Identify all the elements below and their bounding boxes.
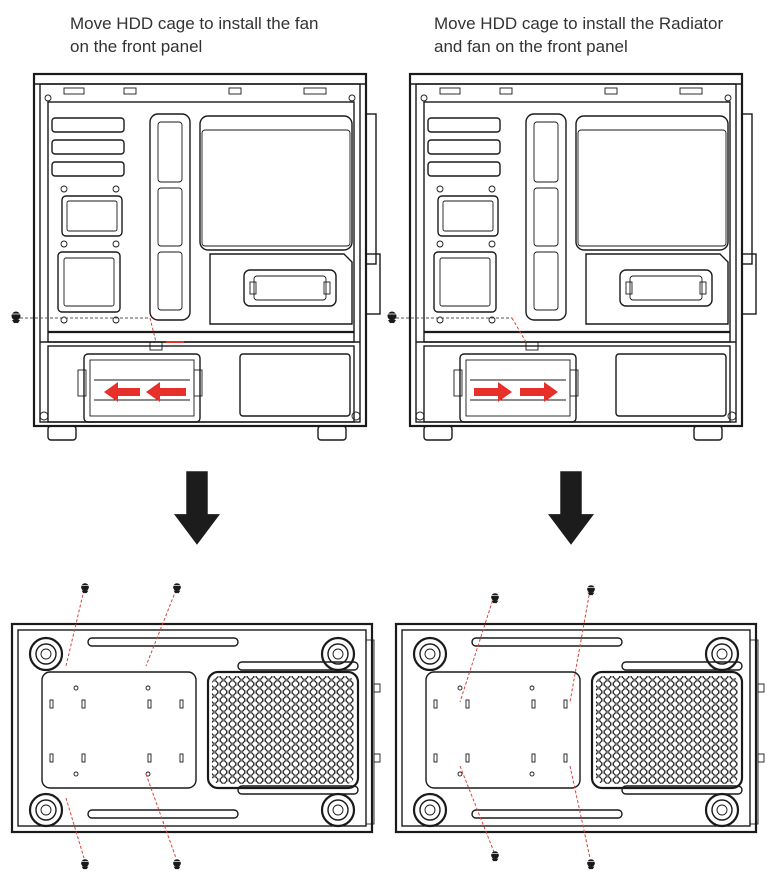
screw-icon	[386, 311, 398, 324]
case-side-view-left	[10, 72, 382, 442]
case-side-view-right	[386, 72, 758, 442]
down-arrow-icon	[174, 471, 220, 545]
caption-left-line-1: Move HDD cage to install the fan	[70, 14, 319, 33]
case-bottom-view-right	[394, 584, 766, 870]
caption-left: Move HDD cage to install the fan on the …	[70, 12, 319, 58]
red-arrow-icon	[474, 382, 558, 402]
screw-icon	[10, 311, 22, 324]
screw-icon	[586, 584, 596, 596]
screw-icon	[80, 858, 90, 870]
caption-right-line-2: and fan on the front panel	[434, 37, 628, 56]
caption-left-line-2: on the front panel	[70, 37, 203, 56]
screw-icon	[172, 582, 182, 594]
caption-right-line-1: Move HDD cage to install the Radiator	[434, 14, 724, 33]
screw-icon	[172, 858, 182, 870]
screw-icon	[586, 858, 596, 870]
screw-icon	[80, 582, 90, 594]
case-bottom-view-left	[10, 582, 382, 870]
screw-icon	[490, 850, 500, 862]
down-arrow-icon	[548, 471, 594, 545]
caption-right: Move HDD cage to install the Radiator an…	[434, 12, 723, 58]
red-arrow-icon	[104, 382, 186, 402]
